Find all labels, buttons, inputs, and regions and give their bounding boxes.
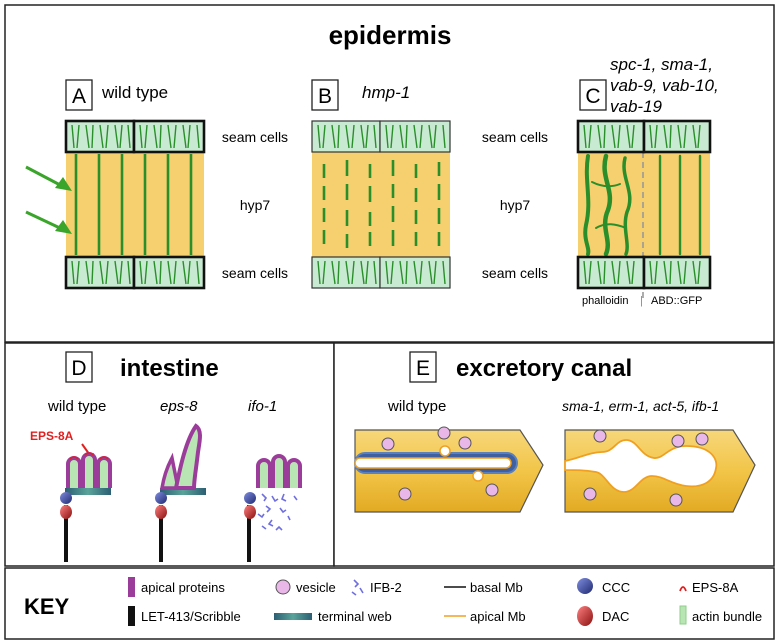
terminal-web-swatch xyxy=(274,613,312,620)
vesicle-icon xyxy=(669,493,683,507)
panel-e-letter: E xyxy=(416,357,430,380)
epidermis-title: epidermis xyxy=(329,20,452,50)
key-title: KEY xyxy=(24,594,70,619)
excretory-title: excretory canal xyxy=(456,355,632,382)
intestine-label-ifo1: ifo-1 xyxy=(248,398,277,415)
terminal-web xyxy=(160,488,206,495)
panel-c-diagram: phalloidin | ABD::GFP xyxy=(576,119,712,307)
canal-lumen xyxy=(354,457,512,469)
stain-separator: | xyxy=(640,295,643,307)
key-vesicle: vesicle xyxy=(296,580,336,595)
panel-c-label-1: spc-1, sma-1, xyxy=(610,55,713,74)
vesicle-icon xyxy=(437,426,451,440)
key-ccc: CCC xyxy=(602,580,630,595)
hyp7-region xyxy=(578,152,710,257)
seam-actin xyxy=(583,124,701,285)
eps-8a-icon xyxy=(679,586,687,592)
vesicle-icon xyxy=(398,487,412,501)
panel-c-label-3: vab-19 xyxy=(610,97,663,116)
dac-icon xyxy=(244,505,256,519)
panel-c-label-2: vab-9, vab-10, xyxy=(610,76,719,95)
arrow-icon xyxy=(25,165,72,234)
stain-left-label: phalloidin xyxy=(582,295,628,307)
mutant-canal xyxy=(564,429,756,513)
seam-actin xyxy=(71,124,200,285)
vesicle-icon xyxy=(458,436,472,450)
key-dac: DAC xyxy=(602,609,629,624)
panel-a-diagram xyxy=(25,119,206,290)
seam-cells-label: seam cells xyxy=(482,265,548,281)
vesicle-icon xyxy=(485,483,499,497)
seam-actin xyxy=(317,124,446,285)
panel-d-letter: D xyxy=(71,357,86,380)
ifo1-intestinal-cell xyxy=(244,454,302,562)
panel-c-letter: C xyxy=(585,85,600,108)
ccc-icon xyxy=(577,578,593,594)
ccc-icon xyxy=(60,492,72,504)
ifb-2-aggregates xyxy=(257,493,298,531)
vesicle-icon xyxy=(671,434,685,448)
excretory-label-wildtype: wild type xyxy=(387,398,446,415)
ifb-2-icon xyxy=(351,579,364,596)
panel-a-box xyxy=(65,79,93,111)
panel-b-diagram xyxy=(311,120,451,289)
intestine-label-eps8: eps-8 xyxy=(160,398,198,415)
hyp7-label: hyp7 xyxy=(240,197,271,213)
vesicle-icon xyxy=(695,432,709,446)
circumferential-actin-bundles xyxy=(74,154,193,255)
panel-a-label: wild type xyxy=(101,83,168,102)
intestine-label-wildtype: wild type xyxy=(47,398,106,415)
stain-right-label: ABD::GFP xyxy=(651,295,702,307)
terminal-web xyxy=(65,488,111,495)
key-apical-mb: apical Mb xyxy=(470,609,526,624)
seam-cells-label: seam cells xyxy=(222,265,288,281)
panel-a-letter: A xyxy=(72,85,86,108)
panel-b-letter: B xyxy=(318,85,332,108)
dac-icon xyxy=(577,606,593,626)
disorganized-actin-bundles xyxy=(583,153,702,257)
seam-cells-label: seam cells xyxy=(222,129,288,145)
key-panel xyxy=(4,567,775,640)
cystic-lumen xyxy=(564,439,718,493)
panel-d-box xyxy=(65,351,93,383)
ccc-icon xyxy=(155,492,167,504)
ccc-icon xyxy=(244,492,256,504)
hyp7-region xyxy=(66,152,204,257)
panel-e-box xyxy=(409,351,437,383)
key-basal-mb: basal Mb xyxy=(470,580,523,595)
dac-icon xyxy=(155,505,167,519)
wildtype-intestinal-cell xyxy=(60,452,112,562)
seam-cells-label: seam cells xyxy=(482,129,548,145)
apical-proteins-swatch xyxy=(128,577,135,597)
wildtype-canal xyxy=(354,426,544,513)
panel-b-label: hmp-1 xyxy=(362,83,410,102)
dac-icon xyxy=(60,505,72,519)
panel-c-box xyxy=(579,79,607,111)
key-terminal-web: terminal web xyxy=(318,609,392,624)
hyp7-region xyxy=(312,152,450,257)
excretory-label-mutants: sma-1, erm-1, act-5, ifb-1 xyxy=(562,398,719,414)
key-apical-proteins: apical proteins xyxy=(141,580,225,595)
key-let-413: LET-413/Scribble xyxy=(141,609,241,624)
vesicle-icon xyxy=(275,579,291,595)
key-eps-8a: EPS-8A xyxy=(692,580,739,595)
panel-b-box xyxy=(311,79,339,111)
hyp7-label: hyp7 xyxy=(500,197,531,213)
vesicle-icon xyxy=(583,487,597,501)
eps8-intestinal-cell xyxy=(155,423,206,562)
vesicle-icon xyxy=(593,429,607,443)
actin-bundle-swatch xyxy=(679,605,687,625)
intestine-title: intestine xyxy=(120,355,219,382)
key-actin-bundle: actin bundle xyxy=(692,609,762,624)
key-ifb-2: IFB-2 xyxy=(370,580,402,595)
fragmented-actin-bundles xyxy=(322,160,441,248)
vesicle-icon xyxy=(381,437,395,451)
eps8a-callout: EPS-8A xyxy=(30,429,74,443)
let-413-swatch xyxy=(128,606,135,626)
